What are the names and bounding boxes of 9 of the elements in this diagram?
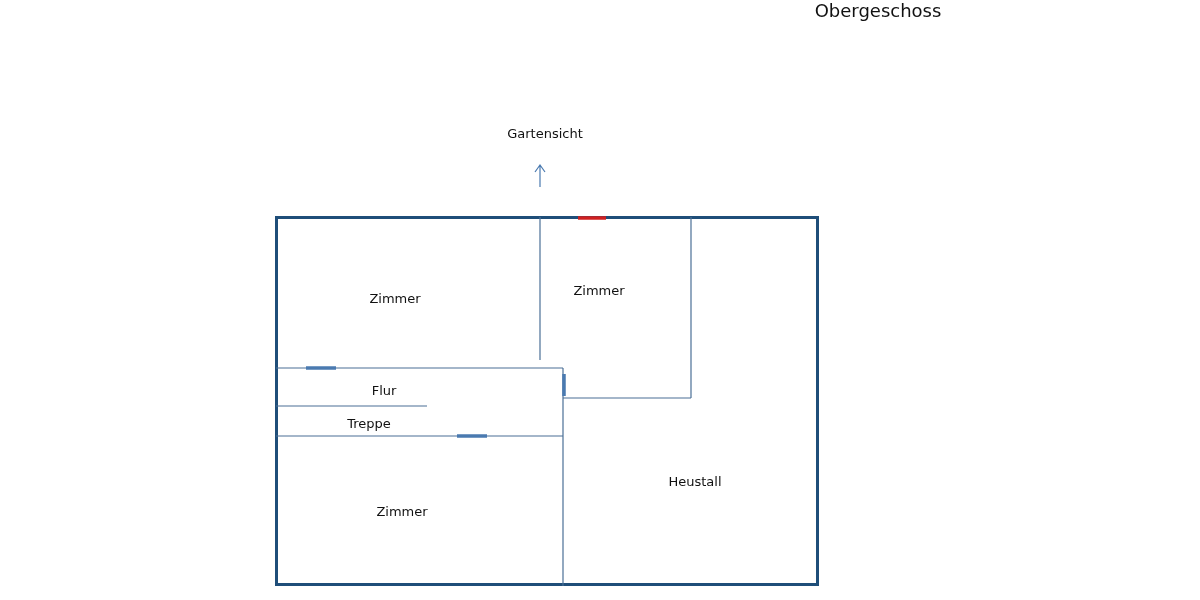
plan-title: Obergeschoss (814, 0, 942, 21)
room-name: Zimmer (573, 282, 625, 298)
room-name: Treppe (347, 415, 391, 431)
room-name: Flur (371, 382, 397, 398)
room-name: Zimmer (376, 503, 428, 519)
room-name: Heustall (668, 473, 722, 489)
view-direction-text: Gartensicht (507, 125, 583, 141)
room-name: Zimmer (369, 290, 421, 306)
building-outline (275, 216, 819, 586)
